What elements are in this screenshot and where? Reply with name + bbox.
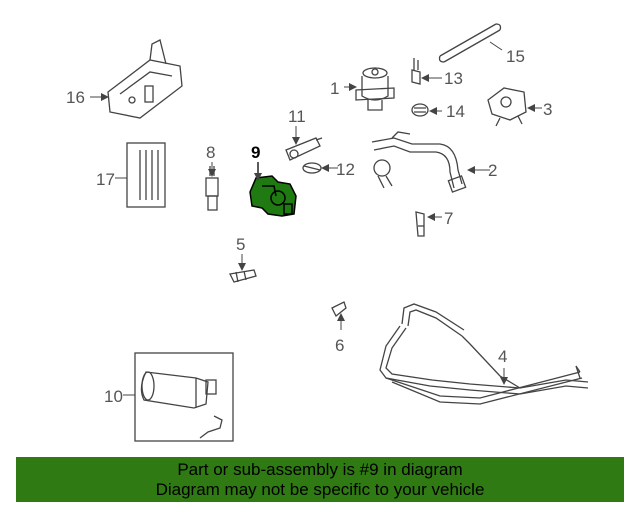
part-10-drawing[interactable] xyxy=(134,352,234,442)
part-6-drawing[interactable] xyxy=(331,301,347,318)
part-7-drawing[interactable] xyxy=(415,211,425,237)
callout-12: 12 xyxy=(336,160,355,179)
part-11-drawing[interactable] xyxy=(285,137,323,161)
callout-10: 10 xyxy=(104,387,123,406)
part-14-drawing[interactable] xyxy=(411,103,429,117)
info-banner: Part or sub-assembly is #9 in diagram Di… xyxy=(16,457,624,502)
part-12-drawing[interactable] xyxy=(302,162,322,174)
callout-9: 9 xyxy=(251,143,260,162)
callout-5: 5 xyxy=(236,235,245,254)
part-1-drawing[interactable] xyxy=(355,67,395,111)
callout-15: 15 xyxy=(506,47,525,66)
part-15-drawing[interactable] xyxy=(438,23,502,63)
part-8-drawing[interactable] xyxy=(205,166,219,211)
part-4-drawing[interactable] xyxy=(379,303,589,405)
part-13-drawing[interactable] xyxy=(411,58,421,85)
callout-6: 6 xyxy=(335,336,344,355)
callout-17: 17 xyxy=(96,170,115,189)
callout-8: 8 xyxy=(206,143,215,162)
callout-11: 11 xyxy=(288,107,306,126)
part-9-drawing[interactable] xyxy=(249,175,297,217)
part-5-drawing[interactable] xyxy=(229,269,257,283)
callout-3: 3 xyxy=(543,100,552,119)
banner-line-1: Part or sub-assembly is #9 in diagram xyxy=(177,460,463,479)
callout-2: 2 xyxy=(488,161,497,180)
callout-4: 4 xyxy=(498,347,507,366)
banner-line-2: Diagram may not be specific to your vehi… xyxy=(155,480,485,499)
part-16-drawing[interactable] xyxy=(107,39,183,119)
part-3-drawing[interactable] xyxy=(487,87,527,127)
part-17-drawing[interactable] xyxy=(126,142,166,208)
callout-16: 16 xyxy=(66,88,85,107)
part-2-drawing[interactable] xyxy=(371,131,467,193)
callout-7: 7 xyxy=(444,209,453,228)
callout-13: 13 xyxy=(444,69,463,88)
callout-1: 1 xyxy=(330,79,339,98)
callout-14: 14 xyxy=(446,102,465,121)
